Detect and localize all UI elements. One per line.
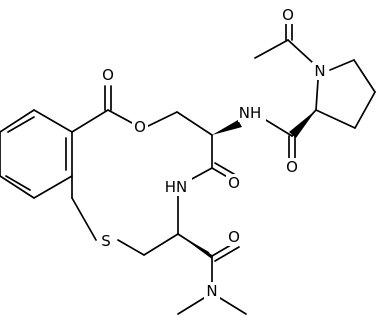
amide-n-me2-bond xyxy=(219,297,247,315)
atom-o-lactone-ring: O xyxy=(134,118,146,136)
lactone-co-o-bond xyxy=(107,109,135,125)
wedge-ca-to-nh xyxy=(212,120,242,135)
amide-n-me1-bond xyxy=(177,297,205,315)
macro-s-ch2-bond xyxy=(71,197,97,241)
wedge-pro-c2-to-co xyxy=(289,110,316,138)
benzene-bond-3 xyxy=(0,175,35,199)
pyrrolidine-n-c5-bond xyxy=(329,59,355,71)
atom-labels: O N NH O O O HN O S O N xyxy=(98,6,328,300)
pyrrolidine-c5-c4-bond xyxy=(353,59,376,93)
atom-nh-amide: NH xyxy=(239,104,262,122)
macro-co-nh-bond xyxy=(189,167,213,181)
macro-ca-ch2-bond xyxy=(176,111,213,136)
pyrrolidine-c2-n-bond xyxy=(315,79,319,111)
amide-co-double-bond-b xyxy=(214,246,240,262)
pyrrolidine-c4-c3-bond xyxy=(354,91,376,129)
pyrrolidine-c3-c2-bond xyxy=(315,109,356,129)
wedge-ca2-to-co xyxy=(178,234,212,259)
benzene-bond-5 xyxy=(0,109,35,133)
macro-ch2-o-bond xyxy=(143,111,178,129)
atom-o-macrocycle-amide: O xyxy=(228,174,240,192)
atom-o-dimethylamide: O xyxy=(228,228,240,246)
macro-ch2-s-bond xyxy=(117,239,145,256)
atom-n-dimethylamide: N xyxy=(206,282,217,300)
atom-o-pro-amide: O xyxy=(286,158,298,176)
atom-hn-macrocycle: HN xyxy=(165,178,188,196)
macro-ca2-ch2-bond xyxy=(143,233,179,256)
acetyl-n-bond xyxy=(287,39,313,63)
atom-s-thioether: S xyxy=(101,232,111,250)
benzene-inner-bond-2 xyxy=(5,175,31,191)
atom-n-pyrrolidine: N xyxy=(314,62,325,80)
lactone-ring-co-bond xyxy=(71,109,109,133)
benzene-inner-bond-3 xyxy=(7,116,35,133)
atom-o-lactone-carbonyl: O xyxy=(102,66,114,84)
acetyl-ch3-bond xyxy=(254,39,289,59)
stereo-wedges xyxy=(178,110,316,259)
benzene-bond-2 xyxy=(33,175,73,199)
benzene-bond-6 xyxy=(33,109,73,133)
atom-o-acetyl: O xyxy=(282,6,294,24)
